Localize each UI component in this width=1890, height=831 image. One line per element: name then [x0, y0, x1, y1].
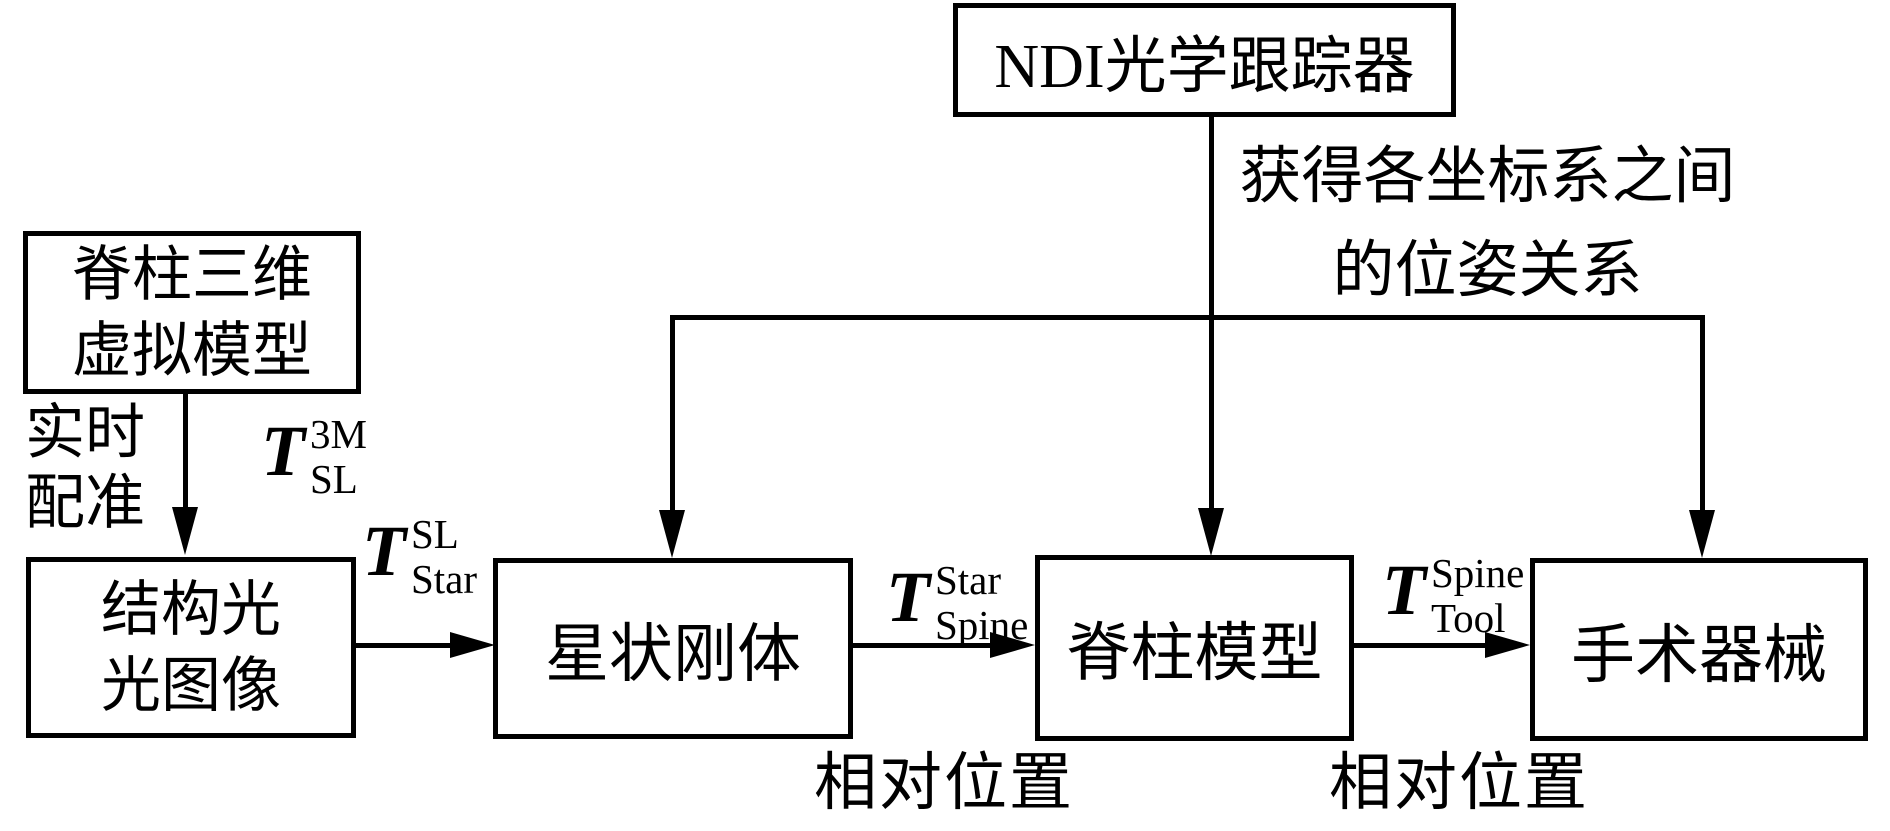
arrowhead-right-star-rigid-body-icon	[450, 632, 495, 658]
relative-position-label-left: 相对位置	[814, 748, 1074, 818]
transform-label-t-3m-sl: T 3M SL	[261, 412, 367, 502]
t-spine-tool-base: T	[1382, 550, 1426, 630]
node-surgical-instrument: 手术器械	[1530, 558, 1868, 741]
pose-relationship-note: 获得各坐标系之间 的位姿关系	[1225, 130, 1750, 318]
t-3m-sl-base: T	[261, 411, 305, 491]
t-sl-star-base: T	[362, 511, 406, 591]
relative-position-label-right: 相对位置	[1329, 748, 1589, 818]
transform-label-t-sl-star: T SL Star	[362, 512, 477, 602]
node-structured-light-line1: 结构光	[101, 576, 281, 643]
connector-star-to-spine-model	[853, 643, 995, 648]
node-spine-3d-model-line1: 脊柱三维	[72, 241, 312, 308]
arrowhead-down-spine-model-icon	[1198, 508, 1224, 556]
node-star-rigid-body: 星状刚体	[493, 558, 853, 739]
t-star-spine-base: T	[886, 557, 930, 637]
realtime-registration-line2: 配准	[25, 470, 145, 536]
pose-note-line2: 的位姿关系	[1332, 237, 1643, 305]
t-spine-tool-subscript: Tool	[1430, 595, 1506, 641]
t-spine-tool-superscript: Spine	[1430, 550, 1525, 596]
node-star-rigid-body-label: 星状刚体	[545, 618, 801, 690]
arrowhead-down-star-rigid-body-icon	[659, 510, 685, 558]
pose-note-line1: 获得各坐标系之间	[1239, 143, 1736, 211]
node-ndi-tracker-label: NDI光学跟踪器	[994, 33, 1415, 101]
arrowhead-down-surgical-instrument-icon	[1689, 510, 1715, 558]
connector-structured-light-to-star	[356, 643, 455, 648]
node-structured-light-image: 结构光 光图像	[26, 557, 356, 738]
node-spine-model-label: 脊柱模型	[1066, 618, 1323, 689]
transform-label-t-star-spine: T Star Spine	[886, 558, 1028, 648]
connector-branch-to-surgical-instrument	[1700, 315, 1705, 510]
arrowhead-right-surgical-instrument-icon	[1485, 632, 1530, 658]
arrowhead-down-structured-light-icon	[172, 507, 198, 555]
t-star-spine-superscript: Star	[934, 557, 1002, 603]
connector-spine-model-to-instrument	[1354, 643, 1489, 648]
t-3m-sl-subscript: SL	[309, 456, 358, 502]
node-structured-light-line2: 光图像	[101, 652, 281, 719]
node-spine-model: 脊柱模型	[1035, 555, 1354, 741]
t-3m-sl-superscript: 3M	[309, 411, 367, 457]
t-star-spine-subscript: Spine	[934, 602, 1029, 648]
node-surgical-instrument-label: 手术器械	[1571, 619, 1827, 691]
realtime-registration-label: 实时 配准	[2, 398, 168, 538]
connector-model-to-structured-light	[183, 393, 188, 507]
node-spine-3d-virtual-model: 脊柱三维 虚拟模型	[23, 231, 361, 394]
t-sl-star-superscript: SL	[410, 511, 459, 557]
connector-branch-horizontal	[670, 315, 1705, 320]
connector-ndi-to-spine-model	[1209, 117, 1214, 510]
realtime-registration-line1: 实时	[25, 400, 145, 466]
arrowhead-right-spine-model-icon	[990, 632, 1035, 658]
t-sl-star-subscript: Star	[410, 556, 478, 602]
transform-label-t-spine-tool: T Spine Tool	[1382, 551, 1524, 641]
node-spine-3d-model-line2: 虚拟模型	[72, 317, 312, 384]
node-ndi-tracker: NDI光学跟踪器	[953, 3, 1456, 117]
connector-branch-to-star-rigid-body	[670, 315, 675, 510]
